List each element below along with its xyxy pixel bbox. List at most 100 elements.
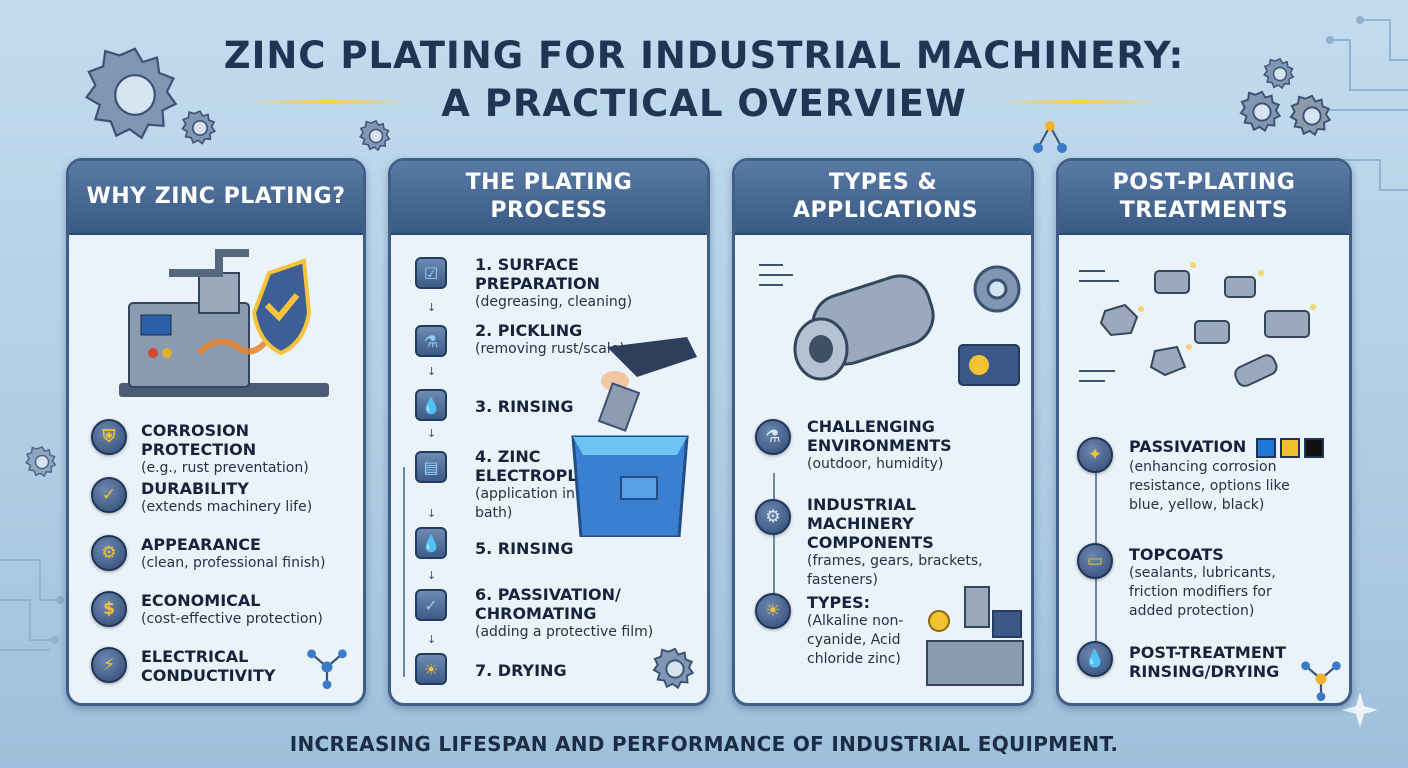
list-item: DURABILITY(extends machinery life) [141,479,361,517]
item-title: CORROSION PROTECTION [141,421,257,459]
dollar-coin-icon: $ [91,591,127,627]
panel-why-zinc-plating: WHY ZINC PLATING? ⛨ CORROSION PROTECTION… [66,158,366,706]
flask-icon: ⚗ [415,325,447,357]
list-connector [773,473,775,623]
gear-icon: ⚙ [755,499,791,535]
list-item: PASSIVATION (enhancing corrosion resista… [1129,437,1349,515]
step-desc: (removing rust/scale) [475,341,625,357]
item-title: ELECTRICAL [141,647,249,666]
bath-icon: ▤ [415,451,447,483]
arrow-down-icon: ↓ [427,365,437,378]
process-step: 6. PASSIVATION/ CHROMATING(adding a prot… [475,585,705,642]
arrow-down-icon: ↓ [427,427,437,440]
step-desc: (application in a bath) [475,486,588,521]
step-title: 3. RINSING [475,397,574,416]
item-title: INDUSTRIAL MACHINERY COMPONENTS [807,495,934,552]
molecule-icon [1033,121,1067,153]
swatch-blue [1255,437,1276,458]
list-item: CORROSION PROTECTION(e.g., rust preventa… [141,421,361,478]
panel-heading: TYPES & APPLICATIONS [735,161,1031,235]
process-step: 5. RINSING [475,539,615,558]
item-desc: (extends machinery life) [141,499,313,515]
panel-types-applications: TYPES & APPLICATIONS ⚗ CHALLENGING ENVIR… [732,158,1034,706]
list-item: TOPCOATS(sealants, lubricants, friction … [1129,545,1309,621]
list-item: INDUSTRIAL MACHINERY COMPONENTS(frames, … [807,495,1027,590]
gear-icon [359,119,391,152]
page-title-line-1: ZINC PLATING FOR INDUSTRIAL MACHINERY: [223,34,1185,77]
panel-post-plating-treatments: POST-PLATING TREATMENTS ✦ PASSIVATION (e… [1056,158,1352,706]
panel-heading-text: THE PLATING PROCESS [465,170,633,223]
gear-icon [84,47,178,140]
passivation-title: PASSIVATION [1129,437,1247,456]
water-drop-icon: 💧 [1077,641,1113,677]
panel-heading: THE PLATING PROCESS [391,161,707,235]
process-step: 7. DRYING [475,661,615,680]
item-desc: (clean, professional finish) [141,555,326,571]
panel-heading: POST-PLATING TREATMENTS [1059,161,1349,235]
process-step: 1. SURFACE PREPARATION(degreasing, clean… [475,255,705,312]
plating-machine-illustration [119,249,329,397]
sparkle-icon: ✦ [1077,437,1113,473]
gear-icon [25,445,57,478]
arrow-down-icon: ↓ [427,507,437,520]
title-highlight-left [250,100,410,104]
item-desc: (cost-effective protection) [141,611,323,627]
gear-icon [1263,57,1295,90]
gear-icon: ⚙ [91,535,127,571]
list-item: POST-TREATMENT RINSING/DRYING [1129,643,1299,681]
item-title: ECONOMICAL [141,591,261,610]
item-title: APPEARANCE [141,535,261,554]
item-desc: (outdoor, humidity) [807,456,944,472]
water-drop-icon: 💧 [415,527,447,559]
gear-icon [181,110,217,145]
step-title: 7. DRYING [475,661,567,680]
item-desc: (sealants, lubricants, friction modifier… [1129,565,1276,619]
step-title: 5. RINSING [475,539,574,558]
process-connector [403,467,405,677]
item-desc: (e.g., rust preventation) [141,460,309,476]
machinery-parts-illustration [759,264,1021,386]
item-title: CHALLENGING ENVIRONMENTS [807,417,952,455]
item-title: PASSIVATION [1129,437,1349,458]
process-step: 3. RINSING [475,397,615,416]
step-title: 6. PASSIVATION/ CHROMATING [475,585,621,623]
lightning-icon: ⚡ [91,647,127,683]
gear-icon [1289,94,1332,137]
page-title-line-2: A PRACTICAL OVERVIEW [441,82,967,125]
title-highlight-right [1000,100,1160,104]
item-desc: (frames, gears, brackets, fasteners) [807,553,983,588]
arrow-down-icon: ↓ [427,633,437,646]
shield-check-icon: ✓ [91,477,127,513]
panel-heading-text: POST-PLATING TREATMENTS [1112,170,1296,223]
item-title: TYPES: [807,593,871,612]
molecule-icon [1301,661,1341,701]
list-item: TYPES:(Alkaline non-cyanide, Acid chlori… [807,593,919,669]
gear-icon [1239,90,1282,133]
item-title: DURABILITY [141,479,249,498]
electroplating-bath-illustration [571,337,697,537]
sun-icon: ☀ [755,593,791,629]
step-desc: (degreasing, cleaning) [475,294,633,310]
cnc-machine-illustration [926,586,1024,686]
step-title: 2. PICKLING [475,321,583,340]
checklist-icon: ☑ [415,257,447,289]
panel-heading-text: TYPES & APPLICATIONS [793,170,979,223]
fasteners-illustration [1079,262,1316,387]
step-desc: (adding a protective film) [475,624,654,640]
water-drop-icon: 💧 [415,389,447,421]
list-item: APPEARANCE(clean, professional finish) [141,535,361,573]
panel-heading: WHY ZINC PLATING? [69,161,363,235]
process-step: 2. PICKLING(removing rust/scale) [475,321,705,359]
swatch-yellow [1279,437,1300,458]
sparkle-icon [1342,692,1378,728]
flask-icon: ⚗ [755,419,791,455]
gear-icon [652,647,695,690]
item-title: POST-TREATMENT RINSING/DRYING [1129,643,1287,681]
sun-icon: ☀ [415,653,447,685]
arrow-down-icon: ↓ [427,569,437,582]
coating-icon: ▭ [1077,543,1113,579]
shield-check-icon: ✓ [415,589,447,621]
item-title: TOPCOATS [1129,545,1224,564]
swatch-black [1303,437,1324,458]
